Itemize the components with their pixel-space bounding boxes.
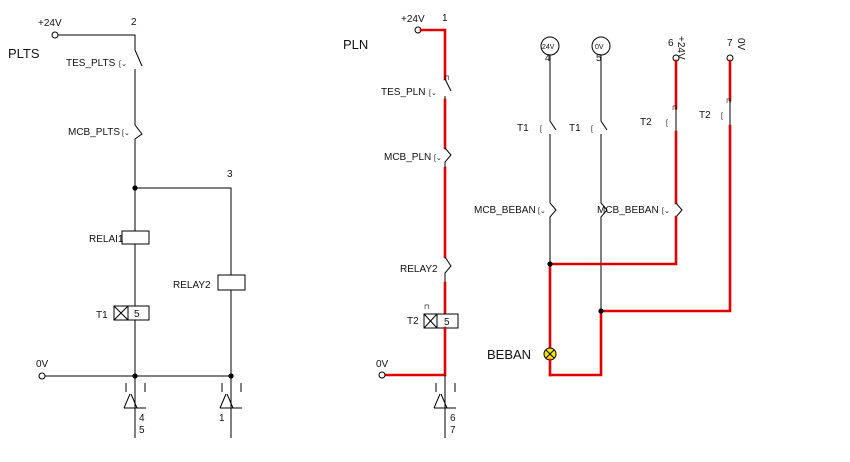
load-contact-t2-a-label: T2 [640, 117, 652, 128]
load-lamp-label: BEBAN [487, 347, 531, 362]
load-terminal-6-label: +24V [675, 36, 686, 60]
pln-node-1: 1 [442, 13, 448, 24]
load-wire-col4-bottom [548, 124, 732, 377]
plts-contact-a-num-2: 5 [139, 425, 145, 436]
plts-timer-value: 5 [134, 309, 140, 320]
load-mcb-a-label: MCB_BEBAN [474, 205, 536, 216]
pln-timer-label: T2 [407, 316, 419, 327]
plts-circuit: PLTS +24V 2 3 TES_PLTS [⌄ MCB_PLTS [⌄ RE… [8, 17, 246, 438]
load-mcb-b-glyph: [⌄ [662, 208, 670, 215]
plts-relay2-label: RELAY2 [173, 280, 211, 291]
pln-contact-num-2: 7 [450, 425, 456, 436]
load-contact-t2-a-glyph: [ [666, 120, 668, 127]
plts-wire-branch [135, 187, 232, 275]
plts-title: PLTS [8, 46, 40, 61]
plts-contact-b-num: 1 [219, 413, 225, 424]
pln-circuit: PLN +24V 1 ⊓ TES_PLN [⌄ MCB_PLN [⌄ RELAY… [343, 13, 459, 438]
plts-supply-terminal[interactable] [51, 31, 59, 39]
pln-mcb-switch-glyph: [⌄ [434, 155, 442, 162]
load-contact-t2-b-label: T2 [699, 110, 711, 121]
plts-ground-terminal[interactable] [38, 372, 46, 380]
load-wire-col1 [549, 55, 557, 264]
pln-wire-bottom [383, 326, 447, 377]
pln-contact [433, 375, 456, 438]
load-junction-1 [547, 261, 553, 267]
load-contact-t2-b-marker: ⊓ [726, 98, 731, 105]
pln-contact-num-1: 6 [450, 413, 456, 424]
pln-timer-marker: ⊓ [424, 304, 429, 311]
load-contact-t2-b-glyph: [ [721, 113, 723, 120]
pln-supply-label: +24V [401, 14, 425, 25]
pln-mcb-switch-label: MCB_PLN [384, 152, 431, 163]
load-wire-col3-bottom [548, 215, 678, 266]
pln-relay-contact-label: RELAY2 [400, 264, 438, 275]
load-wire-col2 [600, 55, 608, 311]
load-mcb-a-glyph: [⌄ [538, 208, 546, 215]
plts-relay2-coil[interactable] [217, 274, 246, 291]
plts-ground-label: 0V [36, 359, 49, 370]
load-contact-t1-a-glyph: [ [540, 126, 542, 133]
load-terminal-7-num: 7 [727, 38, 733, 49]
pln-wire-top [419, 28, 447, 81]
load-contact-t1-a-label: T1 [517, 123, 529, 134]
load-contact-t1-b-glyph: [ [591, 126, 593, 133]
load-terminal-0v-num: 5 [596, 53, 602, 64]
plts-test-switch-label: TES_PLTS [66, 58, 116, 69]
pln-test-switch-marker: ⊓ [444, 75, 449, 82]
plts-test-switch[interactable] [134, 49, 143, 125]
load-terminal-24v-num: 4 [545, 53, 551, 64]
pln-test-switch-label: TES_PLN [381, 87, 425, 98]
load-contact-t1-b-label: T1 [569, 123, 581, 134]
pln-relay-contact[interactable] [444, 256, 452, 283]
pln-timer-value: 5 [444, 317, 450, 328]
pln-test-switch-glyph: [⌄ [429, 90, 437, 97]
load-contact-t2-a-marker: ⊓ [672, 105, 677, 112]
plts-contact-a [123, 376, 146, 438]
plts-mcb-switch-glyph: [⌄ [122, 130, 130, 137]
plts-relay1-coil[interactable] [121, 230, 150, 245]
plts-mcb-switch-label: MCB_PLTS [68, 127, 120, 138]
load-terminal-6-num: 6 [668, 38, 674, 49]
pln-ground-label: 0V [376, 359, 389, 370]
plts-timer-t1[interactable] [113, 305, 150, 321]
plts-contact-a-num-1: 4 [139, 413, 145, 424]
pln-ground-terminal[interactable] [378, 371, 386, 379]
load-mcb-b-switch[interactable] [675, 202, 683, 218]
pln-timer-t2[interactable] [423, 313, 459, 329]
plts-wire-top [58, 34, 136, 50]
pln-title: PLN [343, 37, 368, 52]
pln-mcb-switch[interactable] [444, 147, 452, 168]
load-junction-2 [598, 308, 604, 314]
load-terminal-0v-label: 0V [595, 44, 604, 51]
plts-node-2: 2 [131, 17, 137, 28]
load-terminal-7-label: 0V [735, 38, 746, 51]
plts-test-switch-glyph: [⌄ [119, 61, 127, 68]
plts-supply-label: +24V [38, 18, 62, 29]
load-terminal-24v-label: 24V [542, 44, 555, 51]
plts-node-3: 3 [227, 169, 233, 180]
plts-timer-label: T1 [96, 310, 108, 321]
load-circuit: 24V 4 0V 5 6 +24V 7 0V T1 [ MCB_BEBAN [⌄… [474, 36, 746, 377]
pln-test-switch[interactable] [444, 78, 452, 100]
load-mcb-b-label: MCB_BEBAN [597, 205, 659, 216]
load-lamp[interactable] [543, 347, 557, 361]
plts-mcb-switch[interactable] [134, 124, 143, 188]
plts-relay1-label: RELAI1 [89, 234, 124, 245]
plts-contact-b [219, 376, 242, 438]
